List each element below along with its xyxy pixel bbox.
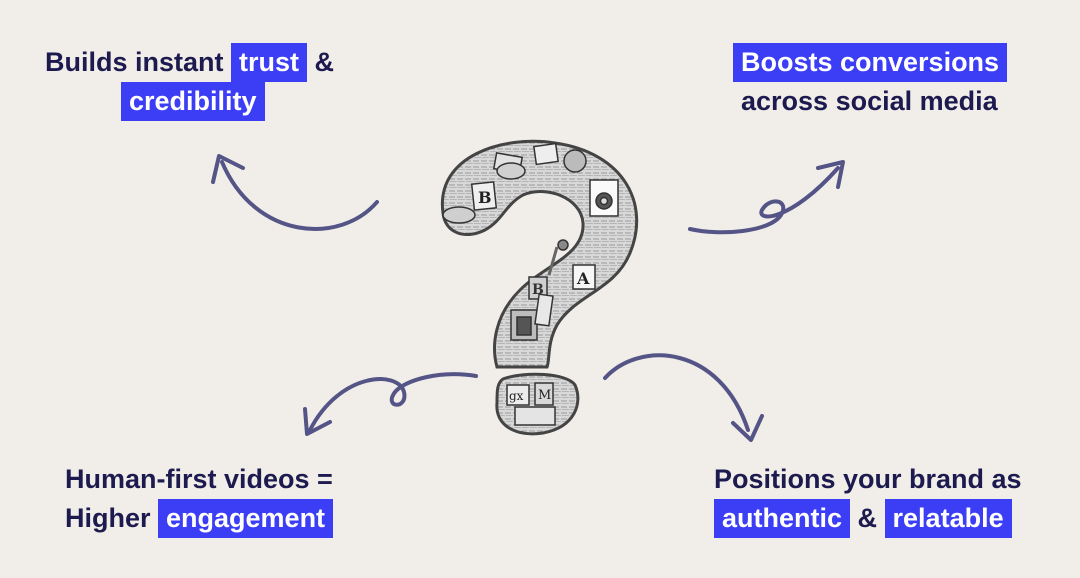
callout-line: Boosts conversions (733, 43, 1008, 82)
callout-text: & (307, 47, 335, 77)
highlight-credibility: credibility (121, 82, 265, 121)
svg-text:B: B (478, 188, 492, 207)
svg-text:A: A (576, 269, 590, 288)
callout-authentic-relatable: Positions your brand as authentic & rela… (714, 460, 1022, 538)
svg-text:gx: gx (509, 389, 524, 403)
callout-line: Builds instant trust & (45, 43, 334, 82)
arrow-up-left-icon (211, 154, 379, 231)
callout-line: credibility (45, 82, 334, 121)
callout-text: Higher (65, 503, 159, 533)
arrow-down-left-loop-icon (303, 372, 478, 436)
callout-text: Positions your brand as (714, 464, 1022, 494)
callout-trust-credibility: Builds instant trust & credibility (45, 43, 334, 121)
callout-engagement: Human-first videos = Higher engagement (65, 460, 334, 538)
callout-line: Higher engagement (65, 499, 334, 538)
svg-text:M: M (538, 388, 551, 403)
question-mark-collage-icon: B A B gx M (440, 139, 639, 436)
callout-line: authentic & relatable (714, 499, 1022, 538)
callout-text: across social media (741, 86, 998, 116)
callout-text: Builds instant (45, 47, 232, 77)
highlight-boosts-conversions: Boosts conversions (733, 43, 1008, 82)
highlight-authentic: authentic (714, 499, 851, 538)
highlight-engagement: engagement (158, 499, 334, 538)
callout-text: & (850, 503, 885, 533)
arrow-down-right-icon (603, 353, 764, 442)
callout-conversions: Boosts conversions across social media (733, 43, 1008, 121)
callout-text: Human-first videos = (65, 464, 333, 494)
highlight-relatable: relatable (884, 499, 1012, 538)
highlight-trust: trust (231, 43, 308, 82)
arrow-up-right-loop-icon (688, 160, 845, 235)
